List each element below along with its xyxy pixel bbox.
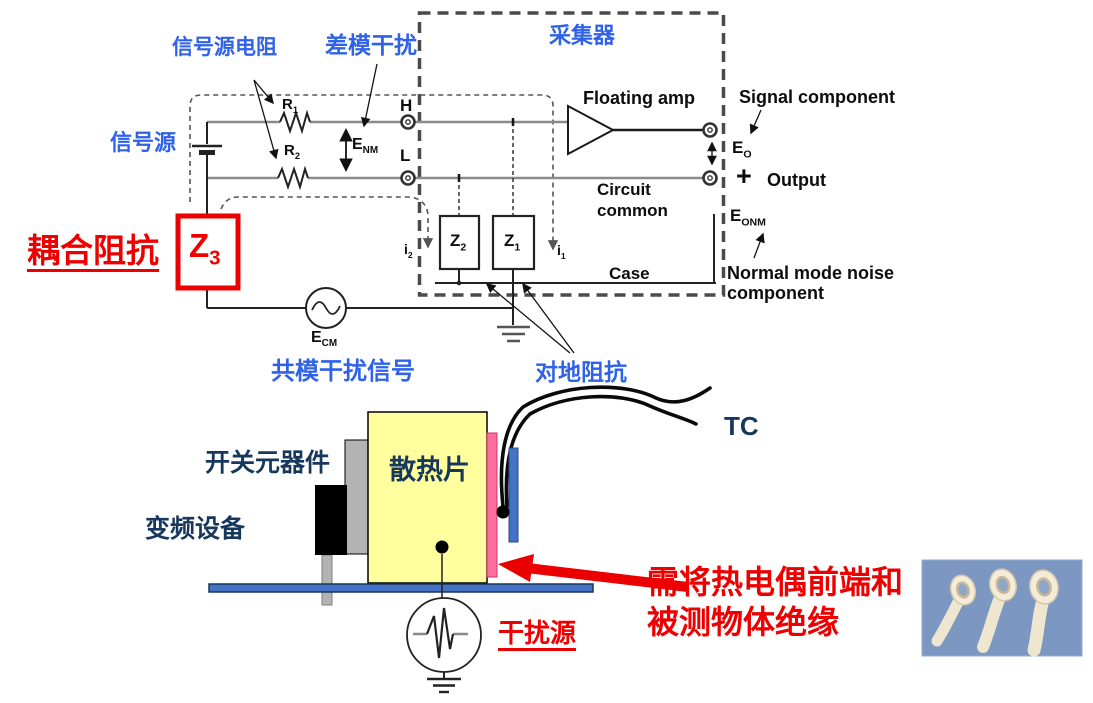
tc-sheet bbox=[508, 447, 519, 543]
mounting-plate bbox=[344, 439, 369, 555]
label-floating-amp: Floating amp bbox=[583, 88, 695, 108]
annotation-arrows bbox=[253, 63, 765, 354]
label-note-line2: 被测物体绝缘 bbox=[647, 604, 840, 640]
ecm-source bbox=[207, 287, 513, 329]
label-ground-impedance: 对地阻抗 bbox=[535, 359, 627, 385]
battery-symbol bbox=[192, 122, 222, 308]
heatsink-contact-dot bbox=[435, 540, 449, 554]
noise-ground bbox=[427, 672, 461, 694]
common-mode-path bbox=[189, 94, 559, 251]
label-note-line1: 需将热电偶前端和 bbox=[647, 564, 904, 600]
z3-box bbox=[175, 213, 241, 291]
label-h-terminal: H bbox=[400, 96, 413, 115]
resistor-r1 bbox=[279, 109, 311, 135]
ground-symbol bbox=[497, 325, 530, 343]
label-i2: i2 bbox=[404, 241, 413, 260]
label-noise-source: 干扰源 bbox=[498, 620, 577, 651]
mounting-leg bbox=[321, 554, 333, 606]
label-heat-sink: 散热片 bbox=[389, 455, 470, 485]
tape-photo bbox=[921, 559, 1083, 657]
label-plus: + bbox=[736, 161, 752, 191]
label-tc: TC bbox=[724, 411, 759, 441]
signal-wires bbox=[207, 120, 703, 180]
label-l-terminal: L bbox=[400, 146, 411, 165]
label-signal-component: Signal component bbox=[739, 87, 896, 107]
label-z3: Z3 bbox=[189, 227, 221, 270]
label-common-mode-signal: 共模干扰信号 bbox=[271, 358, 415, 385]
output-terminals bbox=[702, 122, 718, 186]
label-r2: R2 bbox=[284, 142, 301, 161]
label-diff-mode-noise: 差模干扰 bbox=[325, 32, 417, 58]
noise-source-circle bbox=[406, 597, 482, 673]
tc-wire-1 bbox=[499, 385, 712, 508]
label-normal-mode-2: component bbox=[727, 283, 824, 303]
input-terminals bbox=[400, 114, 416, 186]
label-collector: 采集器 bbox=[549, 23, 616, 48]
resistor-r2 bbox=[277, 165, 309, 191]
label-eo: EO bbox=[732, 138, 752, 161]
label-normal-mode-1: Normal mode noise bbox=[727, 263, 895, 283]
label-switching-component: 开关元器件 bbox=[205, 449, 331, 477]
label-source-resistance: 信号源电阻 bbox=[172, 36, 277, 59]
label-i1: i1 bbox=[557, 242, 566, 261]
label-eonm: EONM bbox=[730, 206, 766, 229]
floating-amp bbox=[567, 104, 703, 156]
z1-box bbox=[491, 214, 536, 271]
label-coupling-impedance: 耦合阻抗 bbox=[27, 234, 159, 272]
red-arrow bbox=[498, 554, 689, 592]
ground-impedance-elements bbox=[438, 118, 536, 325]
tc-wire-2 bbox=[504, 394, 698, 508]
pcb-board bbox=[208, 583, 594, 593]
label-z2: Z2 bbox=[450, 231, 467, 254]
label-z1: Z1 bbox=[504, 231, 521, 254]
label-circuit-common-1: Circuit bbox=[597, 180, 651, 199]
label-r1: R1 bbox=[282, 96, 299, 115]
label-signal-source: 信号源 bbox=[110, 130, 177, 155]
inverter-assembly bbox=[208, 385, 712, 606]
label-case: Case bbox=[609, 264, 650, 283]
switching-component-body bbox=[315, 485, 347, 555]
insulation-sheet bbox=[486, 432, 498, 578]
label-circuit-common-2: common bbox=[597, 201, 668, 220]
label-output: Output bbox=[767, 170, 826, 190]
case-line bbox=[435, 214, 716, 284]
label-ecm: ECM bbox=[311, 329, 338, 350]
heatsink bbox=[367, 411, 488, 584]
label-enm: ENM bbox=[352, 136, 379, 157]
tc-junction-dot bbox=[496, 505, 510, 519]
collector-box bbox=[417, 11, 726, 297]
label-inverter-device: 变频设备 bbox=[145, 515, 246, 543]
